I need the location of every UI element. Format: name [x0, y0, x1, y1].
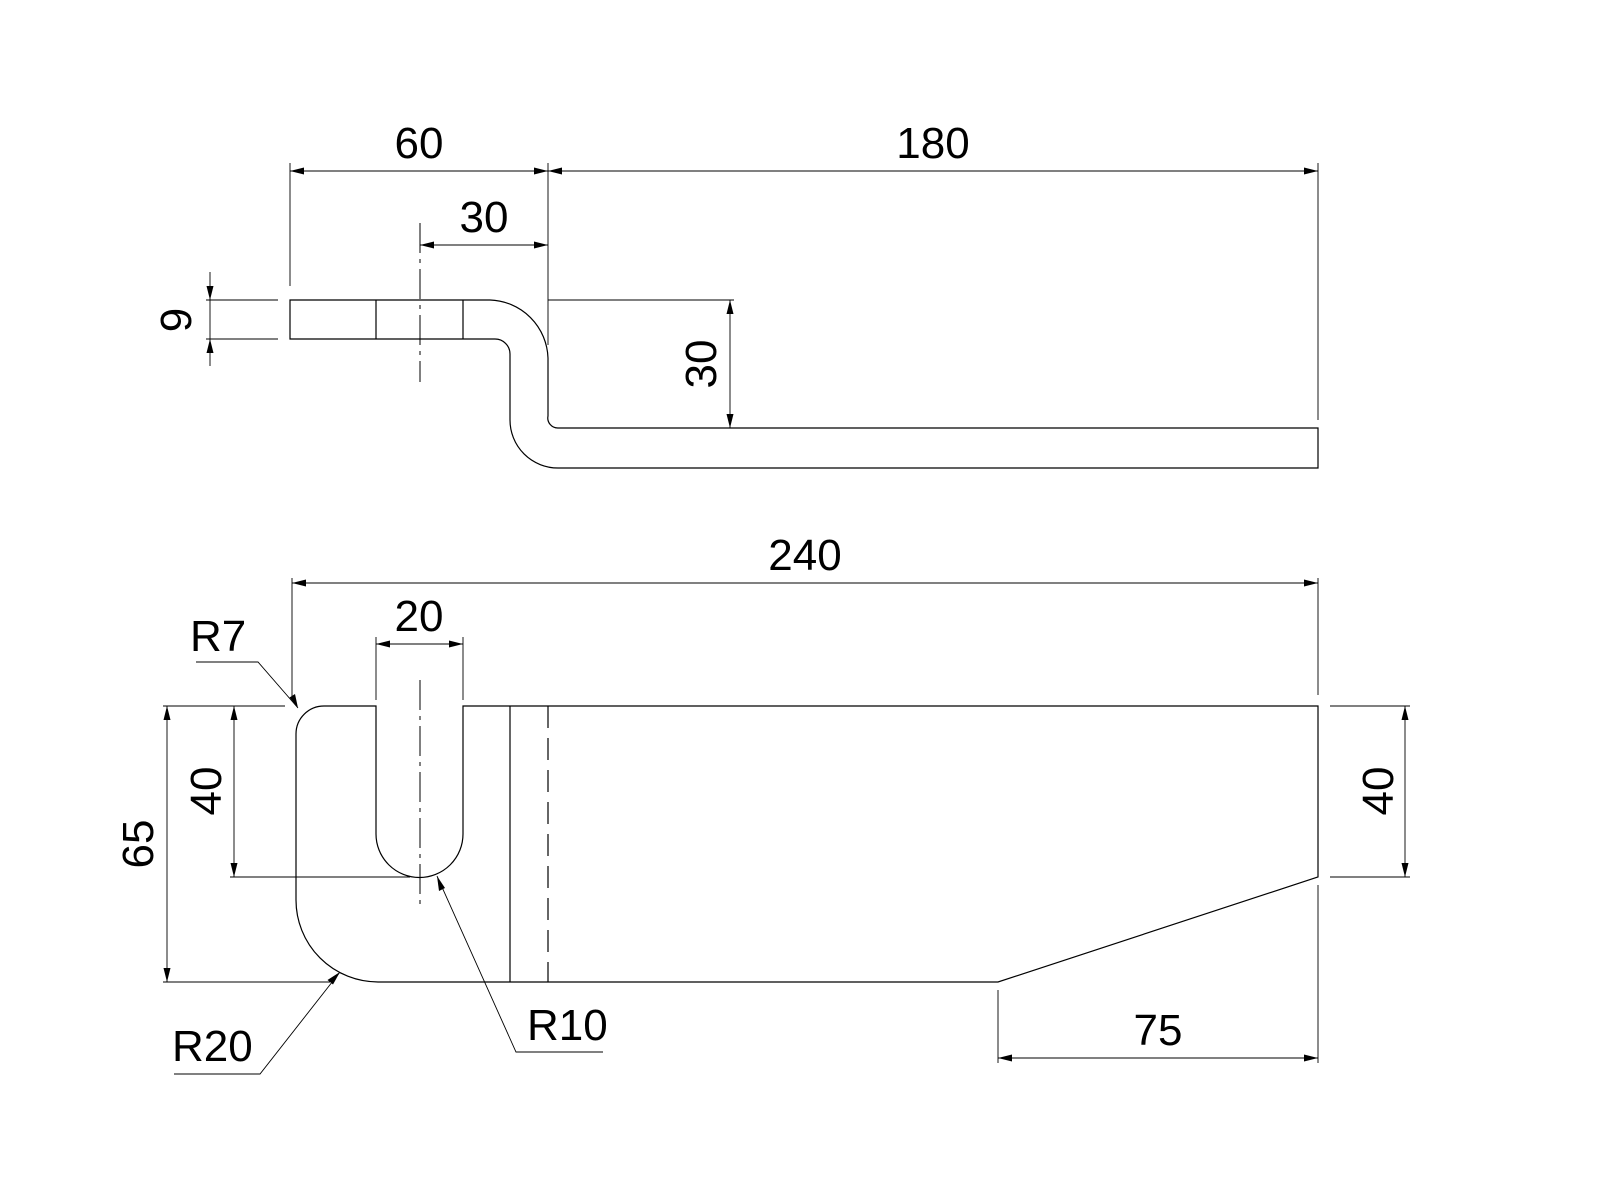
dim-60-arrow-right — [534, 167, 548, 175]
dim-75-label: 75 — [1134, 1006, 1183, 1055]
dim-40-end-label: 40 — [1354, 767, 1403, 816]
side-view-outline — [289, 299, 1319, 469]
r7-leader-arrow — [289, 694, 298, 708]
r10-label: R10 — [527, 1001, 608, 1050]
dim-240-arrow-left — [292, 579, 306, 587]
top-view-outline — [295, 705, 1319, 983]
dim-9-arrow-top — [206, 286, 214, 300]
dim-60-arrow-left — [290, 167, 304, 175]
dim-40-slot-arrow-bottom — [230, 863, 238, 877]
dim-180-label: 180 — [896, 119, 969, 168]
dim-60-label: 60 — [395, 119, 444, 168]
dim-240-arrow-right — [1304, 579, 1318, 587]
r20-leader — [174, 971, 341, 1075]
dim-30v-arrow-bottom — [726, 414, 734, 428]
dim-9-label: 9 — [152, 308, 201, 332]
dim-65-arrow-top — [163, 706, 171, 720]
r10-leader-arrow — [437, 876, 445, 891]
dim-40-end-arrow-top — [1401, 706, 1409, 720]
dim-30v-arrow-top — [726, 300, 734, 314]
r10-leader — [436, 875, 603, 1053]
dim-65-label: 65 — [114, 820, 163, 869]
dim-30h-arrow-left — [420, 241, 434, 249]
dim-9-arrow-bottom — [206, 339, 214, 353]
dim-30h-arrow-right — [534, 241, 548, 249]
dim-240-label: 240 — [768, 531, 841, 580]
top-view: 240 20 40 65 40 75 R7 R20 — [114, 531, 1410, 1075]
dim-40-end-arrow-bottom — [1401, 863, 1409, 877]
dim-30h-label: 30 — [460, 193, 509, 242]
dim-20-label: 20 — [395, 592, 444, 641]
r7-leader — [196, 661, 299, 709]
dim-40-slot-arrow-top — [230, 706, 238, 720]
side-view: 60 180 30 9 30 — [152, 119, 1319, 469]
r20-label: R20 — [172, 1022, 253, 1071]
dim-180-arrow-right — [1304, 167, 1318, 175]
dim-180-arrow-left — [548, 167, 562, 175]
dim-20-arrow-left — [376, 640, 390, 648]
dim-65-arrow-bottom — [163, 968, 171, 982]
r20-leader-arrow — [327, 972, 340, 985]
dim-40-slot-label: 40 — [182, 767, 231, 816]
dim-75-arrow-right — [1304, 1054, 1318, 1062]
r7-label: R7 — [190, 612, 246, 661]
dim-75-arrow-left — [998, 1054, 1012, 1062]
dim-30v-label: 30 — [677, 340, 726, 389]
dim-20-arrow-right — [449, 640, 463, 648]
